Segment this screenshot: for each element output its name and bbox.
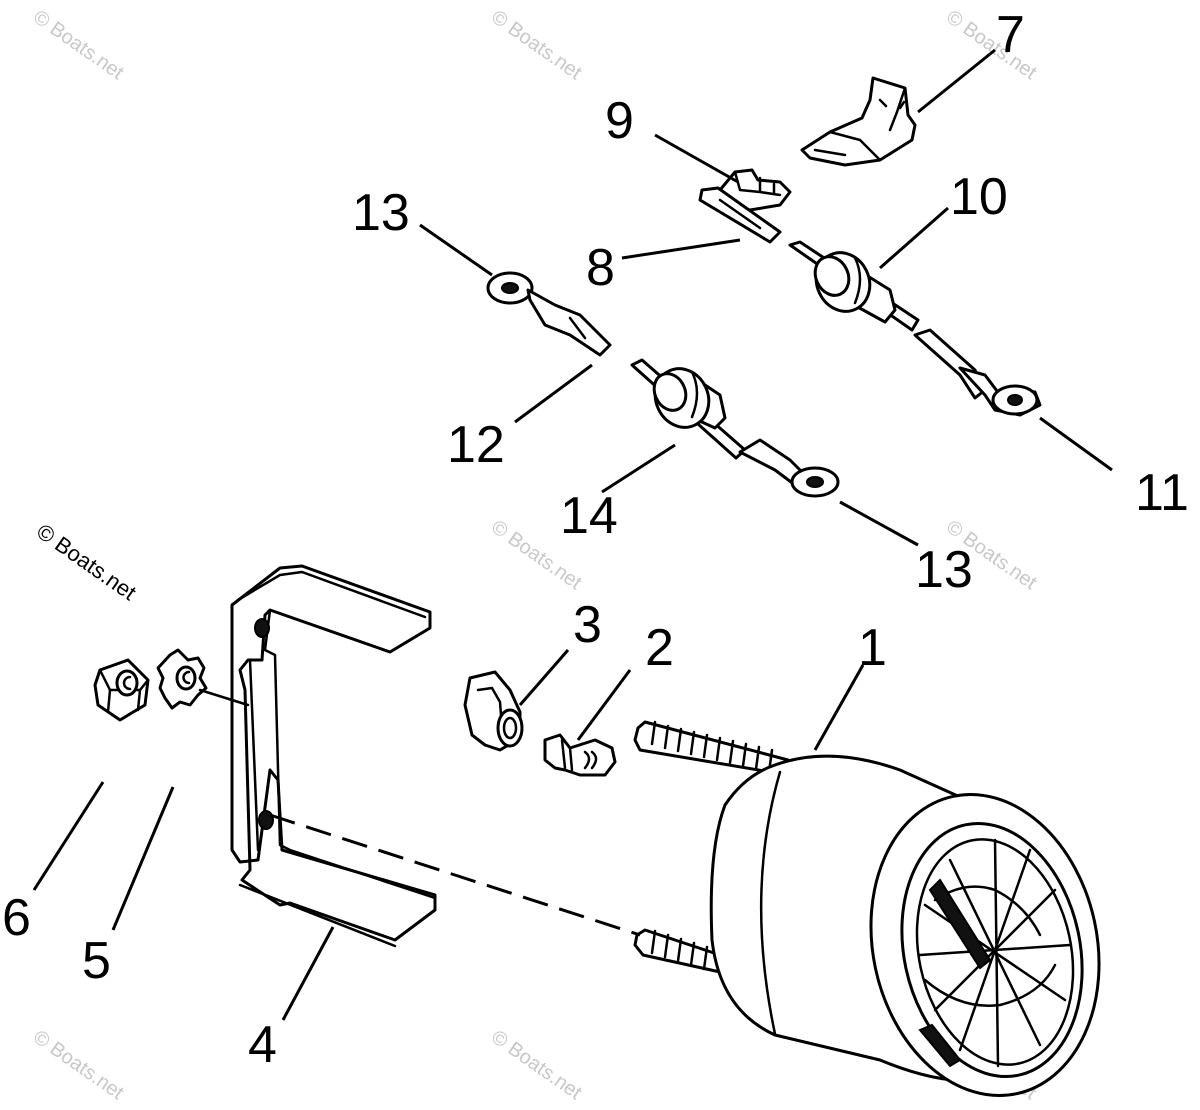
part-13-eyelet-terminal-lower [738, 438, 840, 498]
callout-13a: 13 [352, 184, 410, 242]
callout-7: 7 [996, 6, 1025, 64]
part-2-bulb [543, 733, 617, 777]
dial-pattern [918, 838, 1072, 1068]
watermark: © Boats.net [487, 6, 586, 84]
part-14-grommet-assembly [652, 367, 727, 430]
watermark: © Boats.net [29, 6, 128, 84]
part-1-gauge [633, 720, 1101, 1097]
part-11-eyelet-terminal [913, 328, 1042, 417]
part-13-eyelet-terminal-upper [486, 271, 612, 357]
callout-14: 14 [560, 487, 618, 545]
part-3-socket [463, 670, 524, 752]
alignment-line-left [198, 688, 250, 707]
callout-6: 6 [2, 889, 31, 947]
part-8-wire [698, 186, 782, 244]
callout-4: 4 [248, 1016, 277, 1074]
alignment-dashed-line [269, 813, 641, 937]
callout-9: 9 [605, 92, 634, 150]
part-4-bracket [230, 564, 437, 948]
part-6-hex-nut [93, 658, 150, 722]
callout-2: 2 [645, 619, 674, 677]
leader-lines [32, 48, 1113, 1021]
callout-12: 12 [447, 416, 505, 474]
callout-8: 8 [586, 239, 615, 297]
callout-13b: 13 [915, 541, 973, 599]
callout-11: 11 [1135, 464, 1189, 522]
callout-labels: 1 2 3 4 5 6 7 8 9 10 11 12 13 13 14 [2, 6, 1189, 1074]
watermark: © Boats.net [29, 1026, 128, 1104]
part-5-lock-washer [156, 648, 208, 710]
watermark: © Boats.net [942, 6, 1041, 84]
watermark-main: © Boats.net [32, 519, 141, 606]
watermark: © Boats.net [487, 1026, 586, 1104]
part-10-grommet-assembly [788, 240, 920, 332]
callout-5: 5 [82, 932, 111, 990]
callout-10: 10 [950, 168, 1008, 226]
part-7-terminal [800, 76, 917, 167]
callout-1: 1 [858, 619, 887, 677]
callout-3: 3 [573, 596, 602, 654]
